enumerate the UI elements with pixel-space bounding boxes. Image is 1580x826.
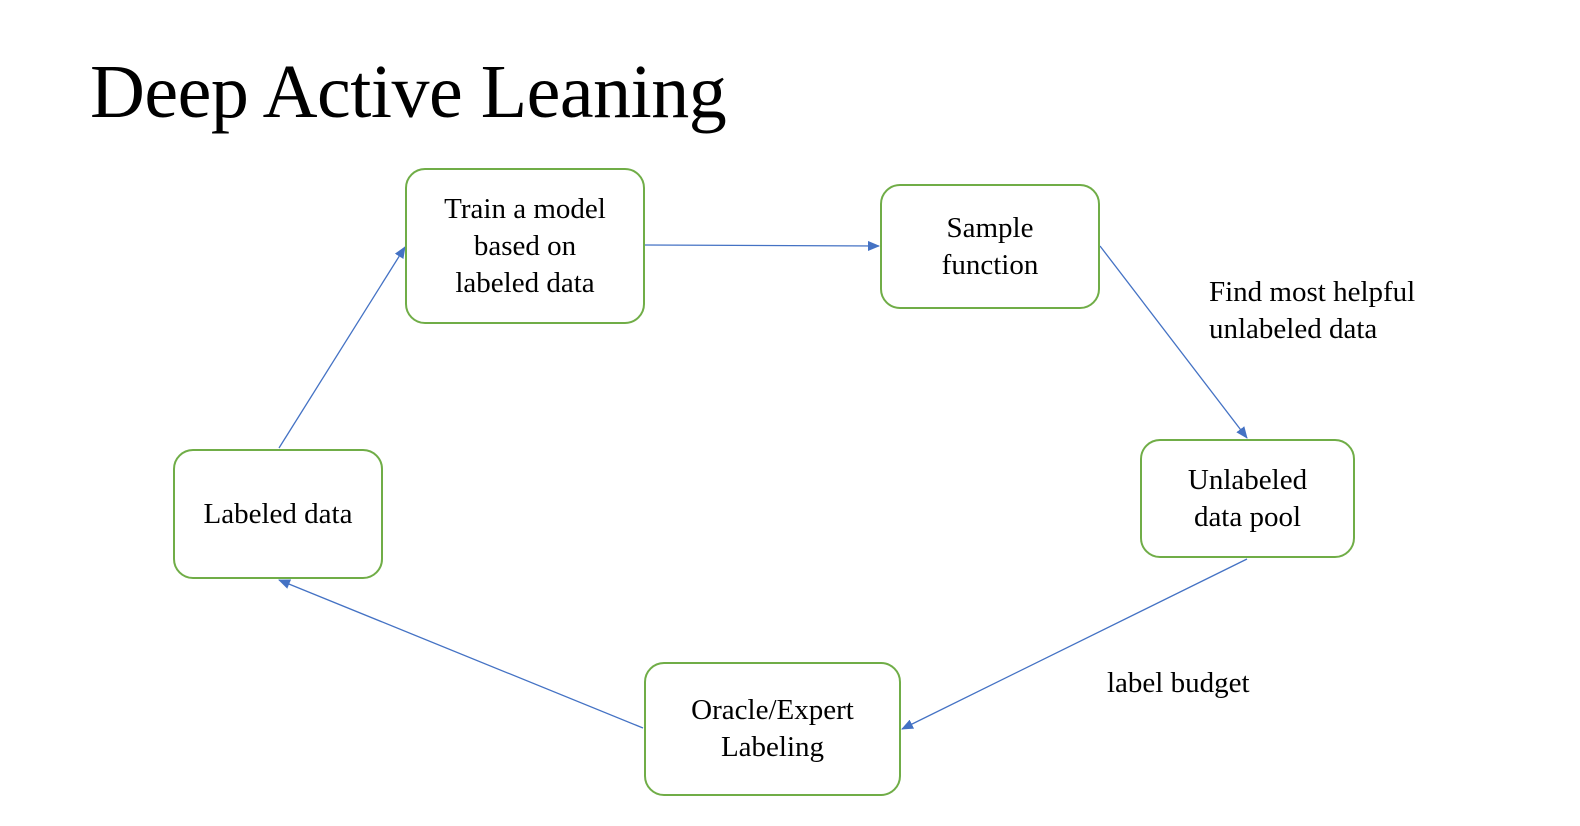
oracle-labeling-label: Oracle/Expert Labeling — [691, 694, 854, 763]
oracle-labeling-node: Oracle/Expert Labeling — [644, 662, 901, 796]
page-title: Deep Active Leaning — [90, 50, 727, 134]
train-model-node: Train a model based on labeled data — [405, 168, 645, 324]
train-model-label: Train a model based on labeled data — [444, 192, 606, 299]
labeled-data-node: Labeled data — [173, 449, 383, 579]
sample-function-node: Sample function — [880, 184, 1100, 309]
find-helpful-data-note: Find most helpful unlabeled data — [1209, 276, 1416, 345]
labeled-data-label: Labeled data — [203, 497, 353, 530]
arrow-oracle-to-labeled — [278, 579, 644, 729]
arrow-labeled-to-train — [278, 246, 406, 449]
sample-function-label: Sample function — [941, 211, 1039, 281]
unlabeled-pool-node: Unlabeled data pool — [1140, 439, 1355, 558]
arrow-sample-to-pool — [1099, 245, 1248, 439]
arrow-pool-to-oracle — [901, 558, 1248, 730]
label-budget-note: label budget — [1107, 667, 1250, 699]
unlabeled-pool-label: Unlabeled data pool — [1187, 463, 1308, 533]
arrow-train-to-sample — [644, 240, 880, 251]
